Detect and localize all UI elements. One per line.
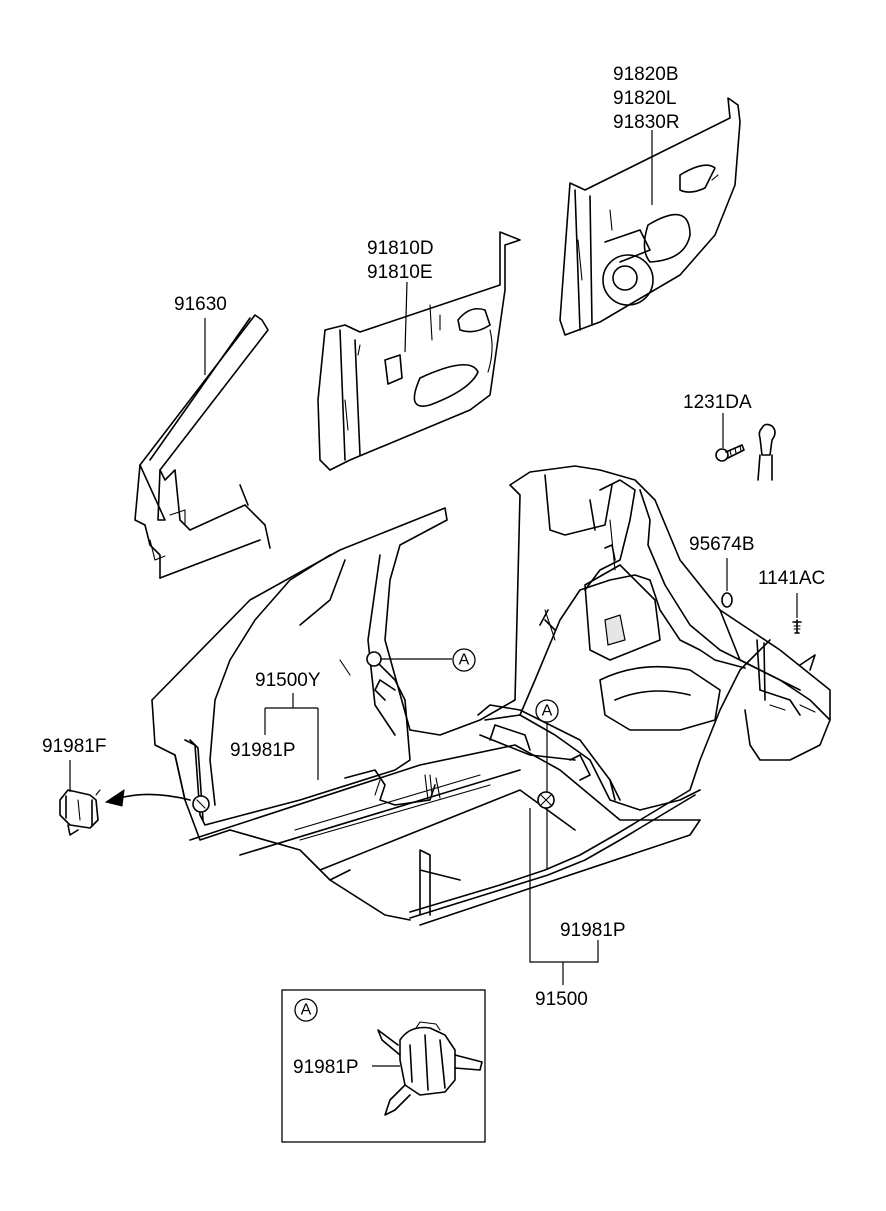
label-91810e: 91810E [367,262,433,283]
label-91981p-right: 91981P [560,920,626,941]
label-91981p-detail: 91981P [293,1057,359,1078]
leader-91500 [529,808,599,985]
callout-a-upper: A [452,648,476,672]
callout-a-detail: A [294,998,318,1022]
svg-text:A: A [301,1002,312,1019]
grommet-marker-lower-cross [540,794,552,806]
label-91981f: 91981F [42,736,106,757]
leader-91810 [404,281,408,353]
body-floor [151,465,831,926]
wiring-harness [184,479,816,919]
grommet-detail-91981p [377,1021,483,1116]
label-91830r: 91830R [613,112,680,133]
callout-a-lower: A [535,699,559,723]
ground-terminal-1231da [757,423,776,481]
label-91981p-left: 91981P [230,740,296,761]
label-95674b: 95674B [689,534,755,555]
grommet-marker-upper [366,651,382,667]
grommet-91981f [59,789,101,836]
leader-91500y [264,693,319,780]
label-1141ac: 1141AC [758,568,825,589]
grommet-marker-left-mark [196,799,206,809]
detail-box-a [281,989,486,1143]
arrow-to-91981f [104,788,191,807]
pillar-trim-91630 [134,314,271,579]
label-91820b: 91820B [613,64,679,85]
label-1231da: 1231DA [683,392,752,413]
label-91500: 91500 [535,989,588,1010]
grommet-95674b [721,592,733,608]
bolt-1141ac [792,619,802,634]
label-91820l: 91820L [613,88,676,109]
svg-text:A: A [459,652,470,669]
svg-text:A: A [542,703,553,720]
rear-door-trim-91820 [559,97,741,336]
front-door-trim-91810 [317,231,521,471]
screw-1231da [715,444,745,462]
label-91810d: 91810D [367,238,434,259]
label-91630: 91630 [174,294,227,315]
label-91500y: 91500Y [255,670,321,691]
